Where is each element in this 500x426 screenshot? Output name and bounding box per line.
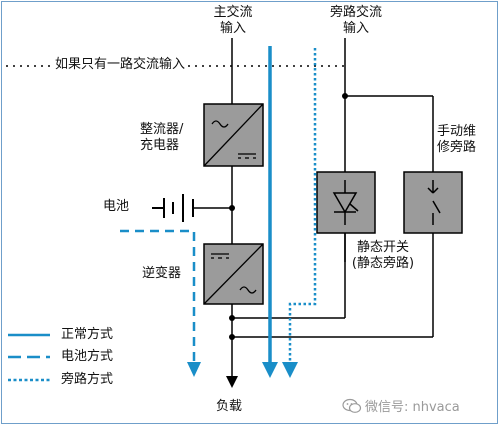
maintenance-label-line1: 手动维: [437, 124, 477, 139]
bypass-mode-arrowhead: [282, 362, 298, 378]
rectifier-label-line2: 充电器: [140, 138, 180, 153]
junction-dot: [229, 205, 235, 211]
watermark: 微信号: nhvaca: [342, 396, 460, 415]
switch-icon: [427, 180, 441, 225]
junction-dot: [229, 334, 235, 340]
junction-dot: [229, 315, 235, 321]
load-label: 负载: [216, 399, 243, 414]
main-ac-label-line1: 主交流: [213, 5, 253, 20]
inverter-box: [203, 243, 264, 305]
dc-symbol-icon: [211, 253, 229, 259]
battery-label: 电池: [103, 199, 130, 214]
dc-symbol-icon: [238, 153, 256, 159]
maintenance-bypass-box: [403, 171, 463, 234]
legend-battery-label: 电池方式: [61, 349, 114, 364]
legend-bypass-label: 旁路方式: [61, 372, 114, 387]
inverter-label: 逆变器: [142, 266, 182, 281]
ac-wave-icon: [211, 120, 229, 128]
legend-samples: [8, 333, 50, 382]
junction-dots: [229, 93, 348, 340]
battery-mode-arrowhead: [187, 362, 201, 377]
ac-wave-icon: [239, 286, 257, 294]
legend-normal-label: 正常方式: [61, 327, 114, 342]
watermark-text: 微信号: nhvaca: [365, 400, 460, 415]
bypass-ac-input-label: 旁路交流 输入: [325, 5, 387, 37]
main-ac-label-line2: 输入: [219, 21, 246, 36]
static-switch-box: [316, 171, 376, 234]
rectifier-label-line1: 整流器/: [140, 122, 184, 137]
static-switch-label: 静态开关 (静态旁路): [338, 240, 428, 272]
static-switch-label-line1: 静态开关: [356, 240, 409, 255]
junction-dot: [342, 93, 348, 99]
maintenance-label-line2: 修旁路: [437, 140, 477, 155]
thyristor-icon: [332, 180, 359, 225]
battery-icon: [152, 194, 194, 222]
static-switch-label-line2: (静态旁路): [351, 256, 415, 271]
bypass-ac-label-line2: 输入: [342, 21, 369, 36]
main-ac-input-label: 主交流 输入: [210, 5, 256, 37]
maintenance-bypass-label: 手动维 修旁路: [437, 124, 476, 156]
bypass-mode-path: [288, 48, 317, 362]
single-ac-input-note: 如果只有一路交流输入: [53, 57, 188, 73]
battery-mode-path: [120, 229, 196, 362]
wechat-icon: [342, 398, 362, 413]
bypass-ac-label-line1: 旁路交流: [329, 5, 382, 20]
rectifier-label: 整流器/ 充电器: [140, 122, 183, 154]
normal-mode-path: [262, 46, 278, 378]
rectifier-charger-box: [203, 103, 264, 167]
